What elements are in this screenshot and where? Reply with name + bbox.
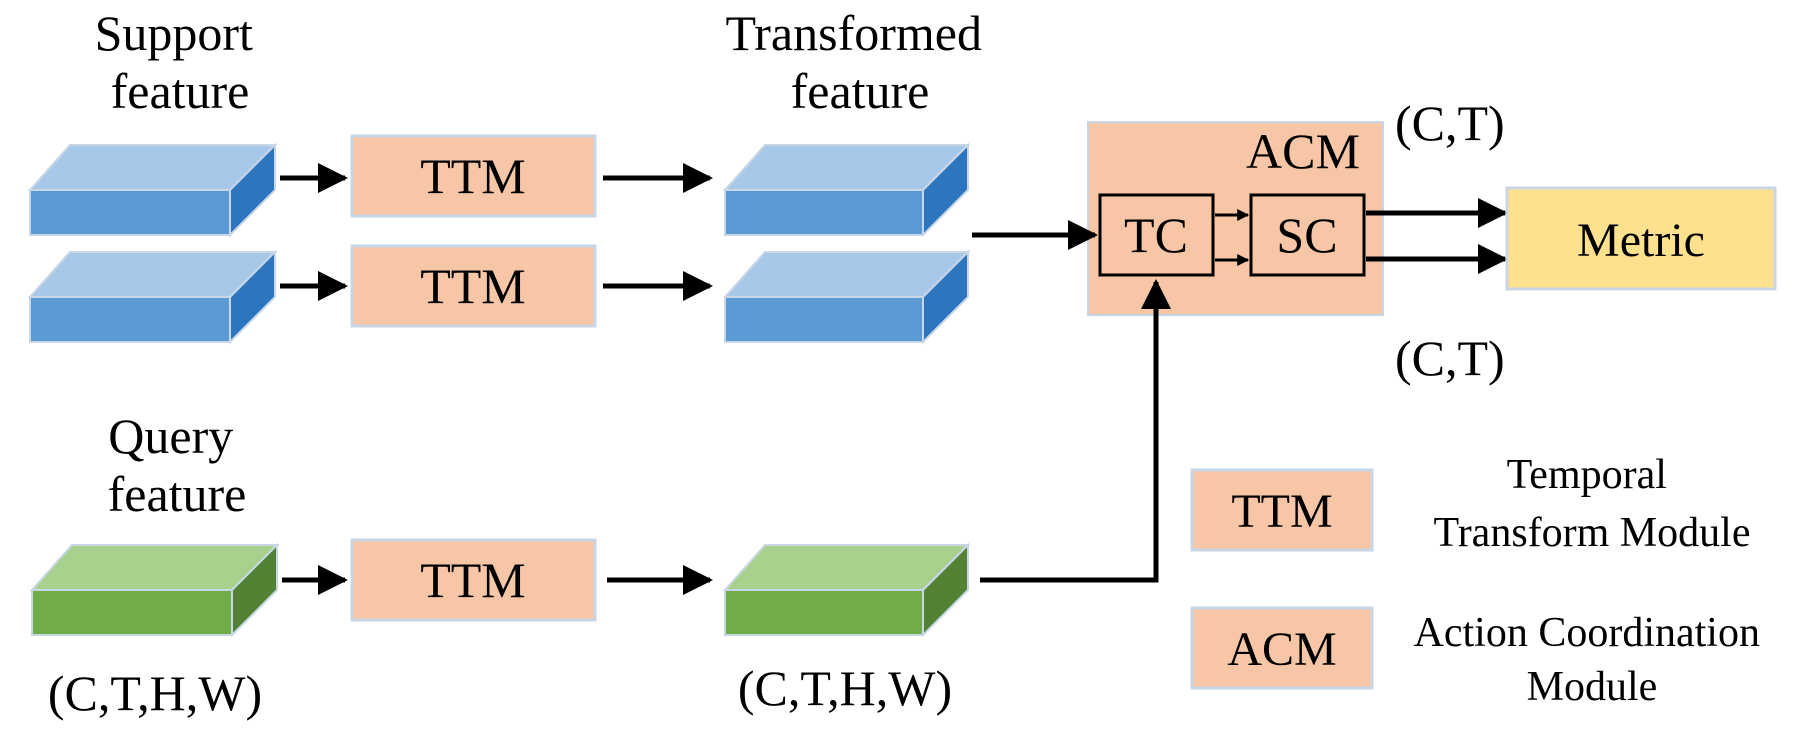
transformed-query-block-front <box>724 589 924 636</box>
ttm-box-2-label: TTM <box>420 258 526 314</box>
transformed-query-block <box>722 542 971 638</box>
transformed-block-1-front <box>724 189 924 236</box>
legend-acm-desc: Action Coordination Module <box>1414 610 1771 710</box>
transformed-feature-block-2 <box>722 249 971 345</box>
transformed-feature-title-line2: feature <box>791 63 930 119</box>
arrow-transformed-query-to-tc <box>980 279 1171 583</box>
support-feature-title-line2: feature <box>111 63 250 119</box>
acm-module-label: ACM <box>1246 123 1360 179</box>
transformed-query-block-side <box>922 542 969 638</box>
query-feature-title: Query feature <box>108 408 247 522</box>
legend-acm-key: ACM <box>1227 623 1336 676</box>
support-feature-title: Support feature <box>95 5 266 119</box>
ttm-box-2: TTM <box>350 244 597 328</box>
transformed-block-1-side <box>922 142 969 238</box>
output-dims-bottom: (C,T) <box>1395 330 1505 386</box>
legend-ttm-desc-line1: Temporal <box>1507 452 1667 498</box>
metric-box-label: Metric <box>1577 214 1705 267</box>
legend-ttm-desc-line2: Transform Module <box>1434 510 1751 556</box>
tc-box <box>1098 193 1215 277</box>
query-feature-block <box>29 542 280 638</box>
transformed-dims-label: (C,T,H,W) <box>738 660 952 716</box>
ttm-box-1-label: TTM <box>420 148 526 204</box>
ttm-box-1: TTM <box>350 134 597 218</box>
ttm-box-3-label: TTM <box>420 552 526 608</box>
legend: TTM Temporal Transform Module ACM Action… <box>1190 452 1771 710</box>
transformed-feature-title: Transformed feature <box>726 5 995 119</box>
support-block-1-front <box>29 189 231 236</box>
transformed-feature-title-line1: Transformed <box>726 5 982 61</box>
query-block-side <box>231 542 278 638</box>
support-feature-block-1 <box>27 142 278 238</box>
support-block-2-side <box>229 249 276 345</box>
legend-acm-desc-line2: Module <box>1527 664 1658 710</box>
query-feature-title-line2: feature <box>108 466 247 522</box>
transformed-block-2-front <box>724 296 924 343</box>
sc-box <box>1249 193 1366 277</box>
transformed-feature-block-1 <box>722 142 971 238</box>
support-block-1-side <box>229 142 276 238</box>
support-feature-block-2 <box>27 249 278 345</box>
query-feature-title-line1: Query <box>108 408 233 464</box>
legend-acm-desc-line1: Action Coordination <box>1414 610 1760 656</box>
transformed-block-2-side <box>922 249 969 345</box>
acm-module: ACM TC SC <box>1087 121 1384 316</box>
legend-item-ttm: TTM Temporal Transform Module <box>1190 452 1751 556</box>
ttm-box-3: TTM <box>350 538 597 622</box>
support-feature-title-line1: Support <box>95 5 253 61</box>
legend-ttm-desc: Temporal Transform Module <box>1434 452 1751 556</box>
query-dims-label: (C,T,H,W) <box>48 665 262 721</box>
tc-box-label: TC <box>1124 207 1188 263</box>
sc-box-label: SC <box>1276 207 1337 263</box>
support-block-2-front <box>29 296 231 343</box>
metric-box: Metric <box>1505 186 1777 291</box>
query-block-front <box>31 589 233 636</box>
output-dims-top: (C,T) <box>1395 95 1505 151</box>
legend-item-acm: ACM Action Coordination Module <box>1190 606 1771 710</box>
legend-ttm-key: TTM <box>1231 485 1332 538</box>
